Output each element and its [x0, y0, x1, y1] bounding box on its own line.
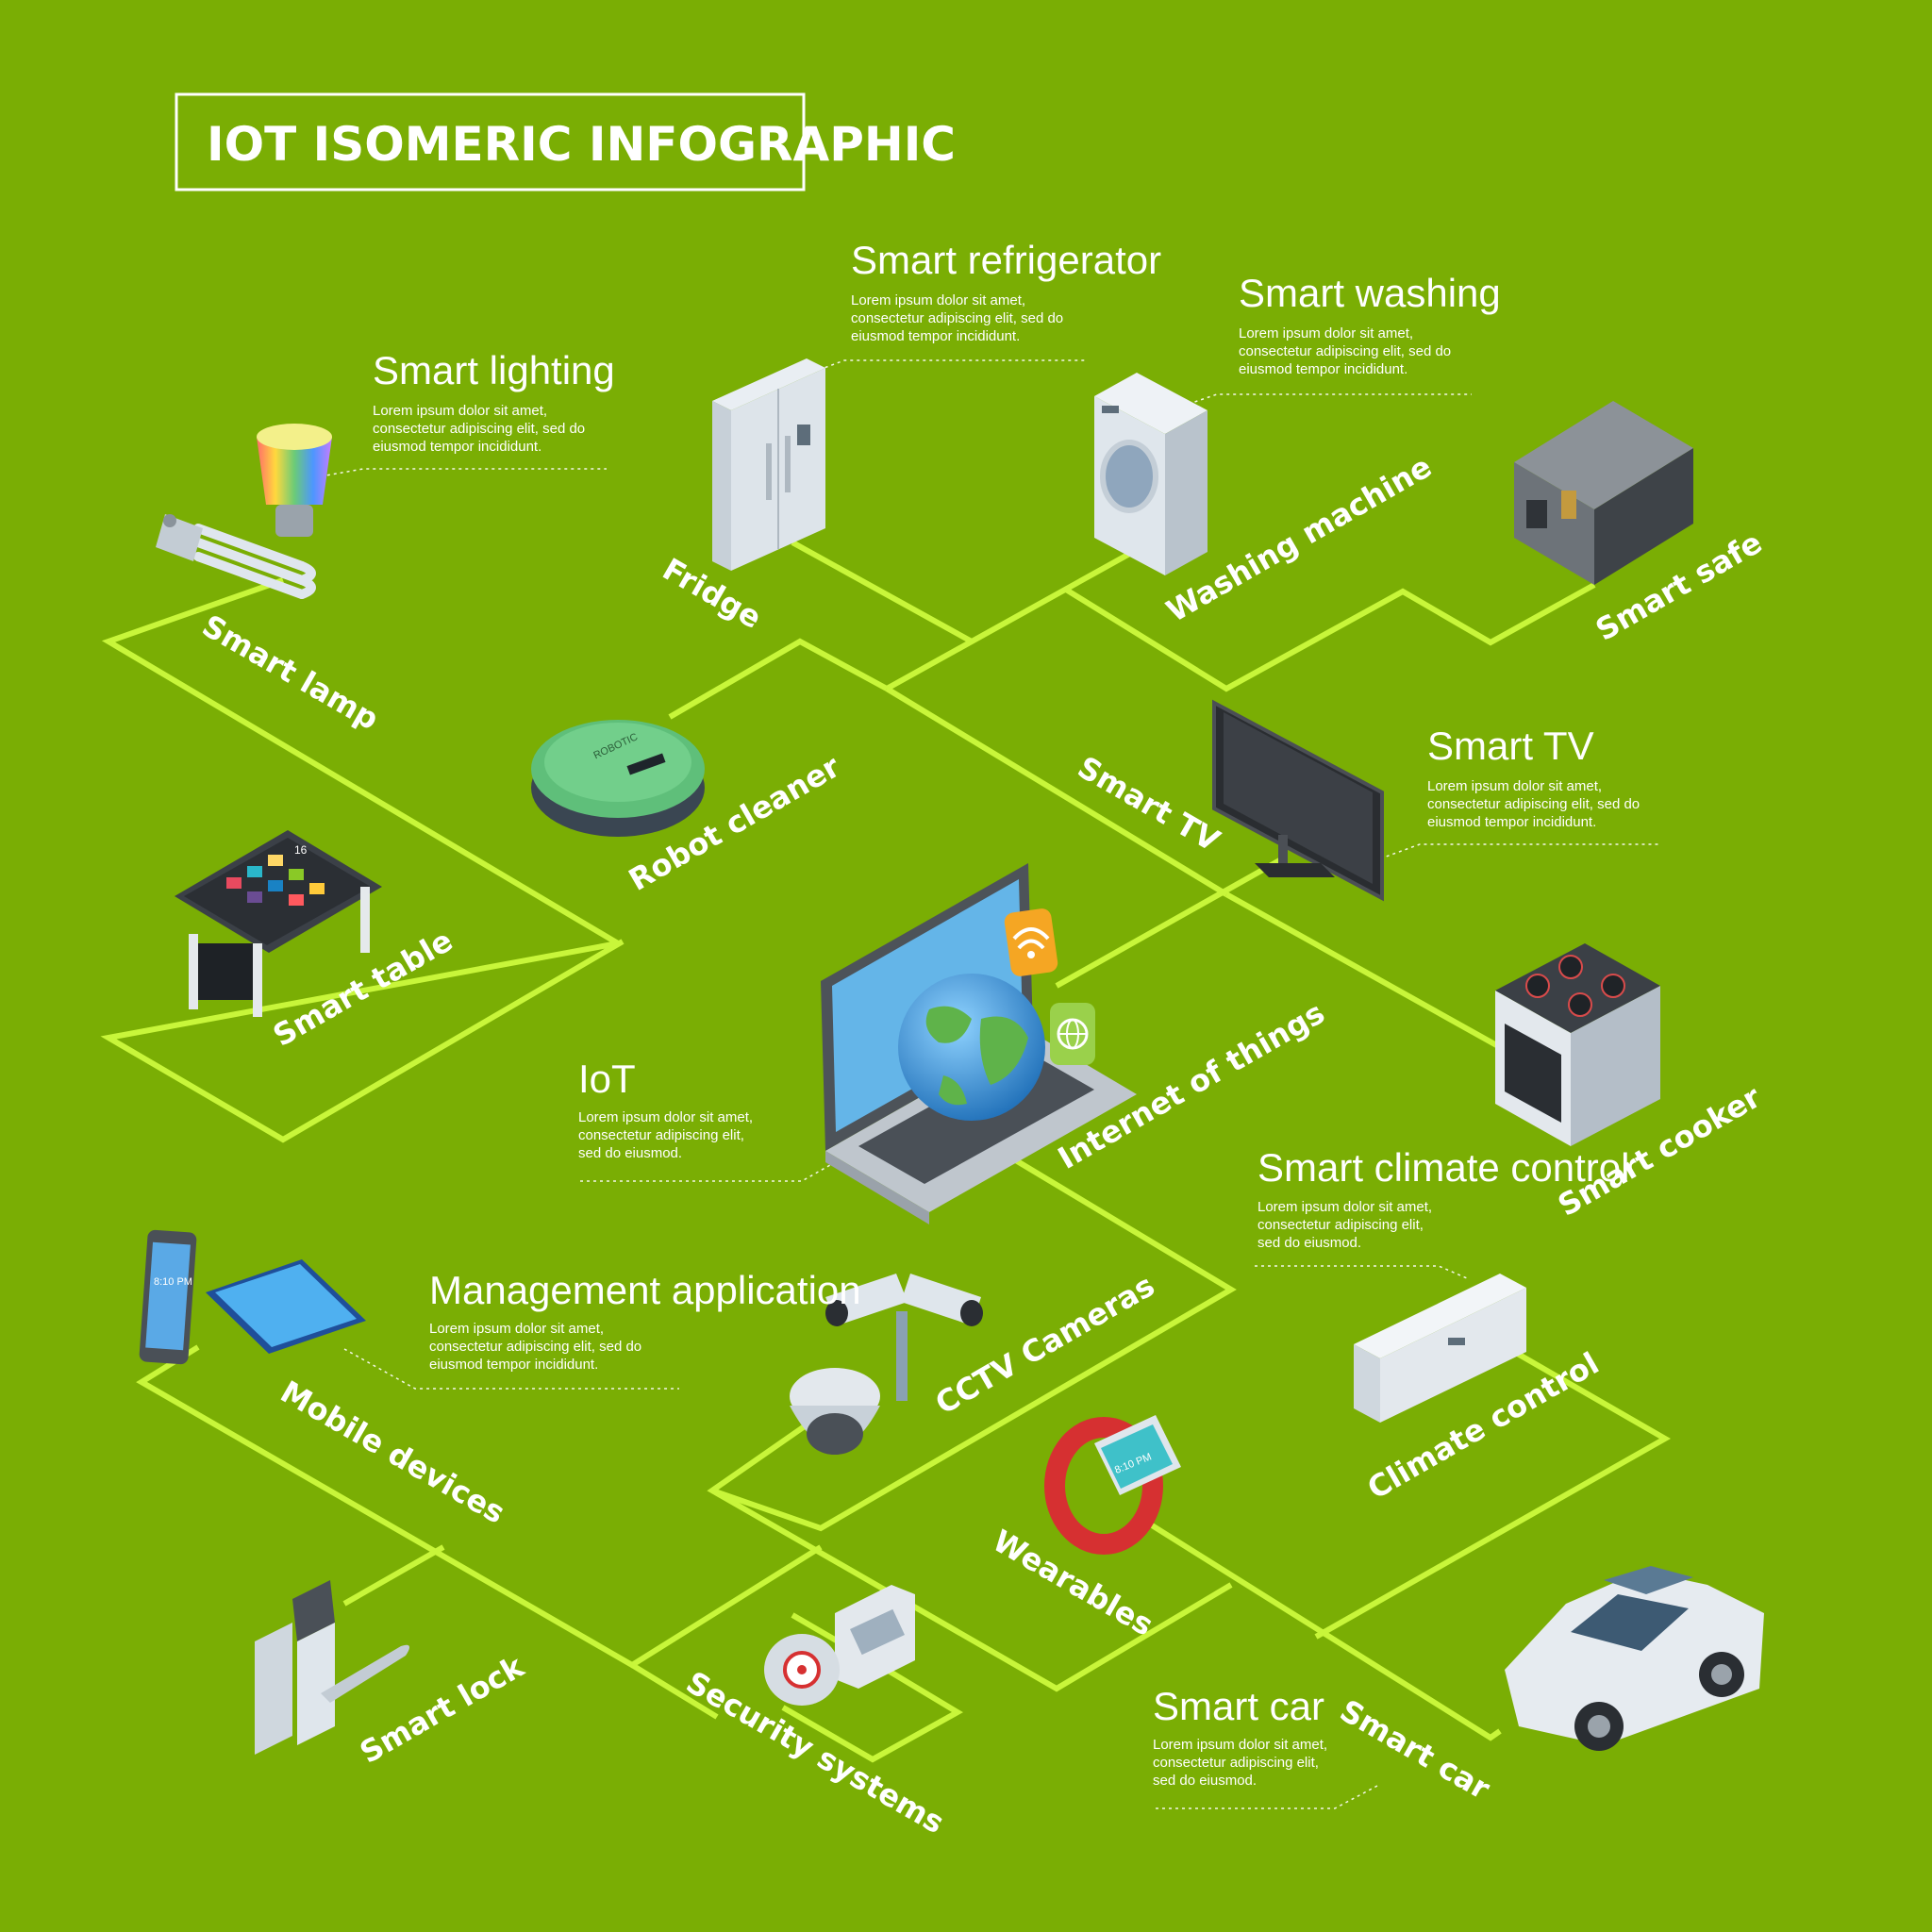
page-title: IOT ISOMERIC INFOGRAPHIC [207, 117, 956, 172]
line-table-loop [100, 939, 625, 1143]
smart-car-icon [1505, 1566, 1764, 1751]
line-mobile [136, 1344, 823, 1669]
line-car-up [1314, 1535, 1492, 1640]
line-lamp-loop [101, 577, 620, 946]
robot-cleaner-icon: ROBOTIC [531, 720, 705, 837]
smart-safe-icon [1514, 401, 1693, 585]
security-systems-icon [764, 1585, 915, 1706]
leader-management [343, 1348, 679, 1390]
line-laptop-climate [711, 1148, 1237, 1532]
line-car [1140, 1516, 1502, 1741]
callout-heading: Smart washing [1239, 271, 1501, 315]
web-globe-icon [1050, 1003, 1095, 1065]
callout-line: consectetur adipiscing elit, sed do [373, 421, 585, 437]
callout-smart-washing: Smart washing Lorem ipsum dolor sit amet… [1239, 271, 1501, 377]
callout-smart-tv: Smart TV Lorem ipsum dolor sit amet, con… [1427, 724, 1640, 830]
title-frame [175, 92, 806, 192]
callout-heading: Smart TV [1427, 724, 1594, 768]
cctv-cameras-icon [790, 1274, 983, 1455]
smart-lamp-icon [156, 424, 332, 599]
callout-line: Lorem ipsum dolor sit amet, [1153, 1737, 1327, 1753]
callout-line: sed do eiusmod. [1153, 1773, 1257, 1789]
callout-line: Lorem ipsum dolor sit amet, [578, 1109, 753, 1125]
leader-refrigerator [806, 359, 1085, 375]
smart-tv-icon [1212, 699, 1384, 902]
climate-control-icon [1354, 1274, 1526, 1423]
callout-line: consectetur adipiscing elit, [578, 1127, 744, 1143]
wifi-icon [1004, 908, 1058, 976]
callout-line: consectetur adipiscing elit, [1257, 1217, 1424, 1233]
wearables-icon: 8:10 PM [1044, 1415, 1181, 1555]
leader-climate [1255, 1265, 1468, 1279]
smart-lock-icon [255, 1580, 409, 1755]
callout-iot: IoT Lorem ipsum dolor sit amet, consecte… [578, 1057, 753, 1161]
callout-heading: Smart lighting [373, 348, 615, 392]
callout-line: Lorem ipsum dolor sit amet, [1427, 778, 1602, 794]
callout-line: eiusmod tempor incididunt. [429, 1357, 598, 1373]
line-lock [342, 1544, 445, 1607]
callout-smart-car: Smart car Lorem ipsum dolor sit amet, co… [1153, 1684, 1327, 1789]
callout-smart-climate-control: Smart climate control Lorem ipsum dolor … [1257, 1145, 1629, 1251]
callout-line: Lorem ipsum dolor sit amet, [1239, 325, 1413, 341]
callout-management-application: Management application Lorem ipsum dolor… [429, 1268, 861, 1373]
fridge-icon [712, 358, 825, 571]
callout-line: consectetur adipiscing elit, [1153, 1755, 1319, 1771]
callout-heading: Smart car [1153, 1684, 1324, 1728]
line-security2 [630, 1662, 719, 1720]
line-cooker [1224, 891, 1502, 1050]
callout-line: eiusmod tempor incididunt. [373, 439, 541, 455]
callout-line: Lorem ipsum dolor sit amet, [1257, 1199, 1432, 1215]
callout-line: Lorem ipsum dolor sit amet, [373, 403, 547, 419]
line-washer [885, 544, 1143, 691]
label-fridge: Fridge [657, 551, 768, 636]
callout-line: eiusmod tempor incididunt. [851, 328, 1020, 344]
callout-heading: Smart climate control [1257, 1145, 1629, 1190]
globe-icon [898, 974, 1045, 1121]
callout-line: consectetur adipiscing elit, sed do [429, 1339, 641, 1355]
leader-iot [580, 1164, 831, 1182]
mobile-devices-icon: 8:10 PM [139, 1229, 366, 1365]
callout-line: Lorem ipsum dolor sit amet, [851, 292, 1025, 308]
leader-washing [1169, 393, 1472, 411]
table-apps [226, 855, 325, 906]
leader-tv [1367, 843, 1660, 864]
line-fridge [791, 540, 974, 644]
callout-line: Lorem ipsum dolor sit amet, [429, 1321, 604, 1337]
label-smart-tv: Smart TV [1072, 749, 1226, 858]
line-tv-mid [885, 686, 1228, 897]
smart-cooker-icon [1495, 943, 1660, 1146]
callout-heading: Smart refrigerator [851, 238, 1161, 282]
callout-line: eiusmod tempor incididunt. [1239, 361, 1407, 377]
callout-smart-refrigerator: Smart refrigerator Lorem ipsum dolor sit… [851, 238, 1161, 344]
callout-smart-lighting: Smart lighting Lorem ipsum dolor sit ame… [373, 348, 615, 455]
line-climate [1489, 1346, 1672, 1541]
leader-smart-car [1156, 1785, 1378, 1809]
line-safe [1064, 582, 1596, 692]
callout-line: sed do eiusmod. [1257, 1235, 1361, 1251]
callout-line: consectetur adipiscing elit, sed do [851, 310, 1063, 326]
callout-line: consectetur adipiscing elit, sed do [1239, 343, 1451, 359]
line-robot [668, 638, 889, 720]
callout-line: consectetur adipiscing elit, sed do [1427, 796, 1640, 812]
smart-table-icon: 16 [175, 830, 382, 1017]
washing-machine-icon [1094, 373, 1208, 575]
callout-line: eiusmod tempor incididunt. [1427, 814, 1596, 830]
phone-time-text: 8:10 PM [154, 1276, 192, 1288]
label-smart-lamp: Smart lamp [196, 608, 385, 737]
leader-lighting [320, 468, 607, 477]
callout-heading: IoT [578, 1057, 636, 1101]
callout-line: sed do eiusmod. [578, 1145, 682, 1161]
callout-heading: Management application [429, 1268, 861, 1312]
line-tv [1055, 856, 1285, 989]
table-badge-text: 16 [294, 843, 308, 857]
label-smart-car: Smart car [1334, 1692, 1496, 1807]
label-mobile-devices: Mobile devices [275, 1374, 511, 1531]
